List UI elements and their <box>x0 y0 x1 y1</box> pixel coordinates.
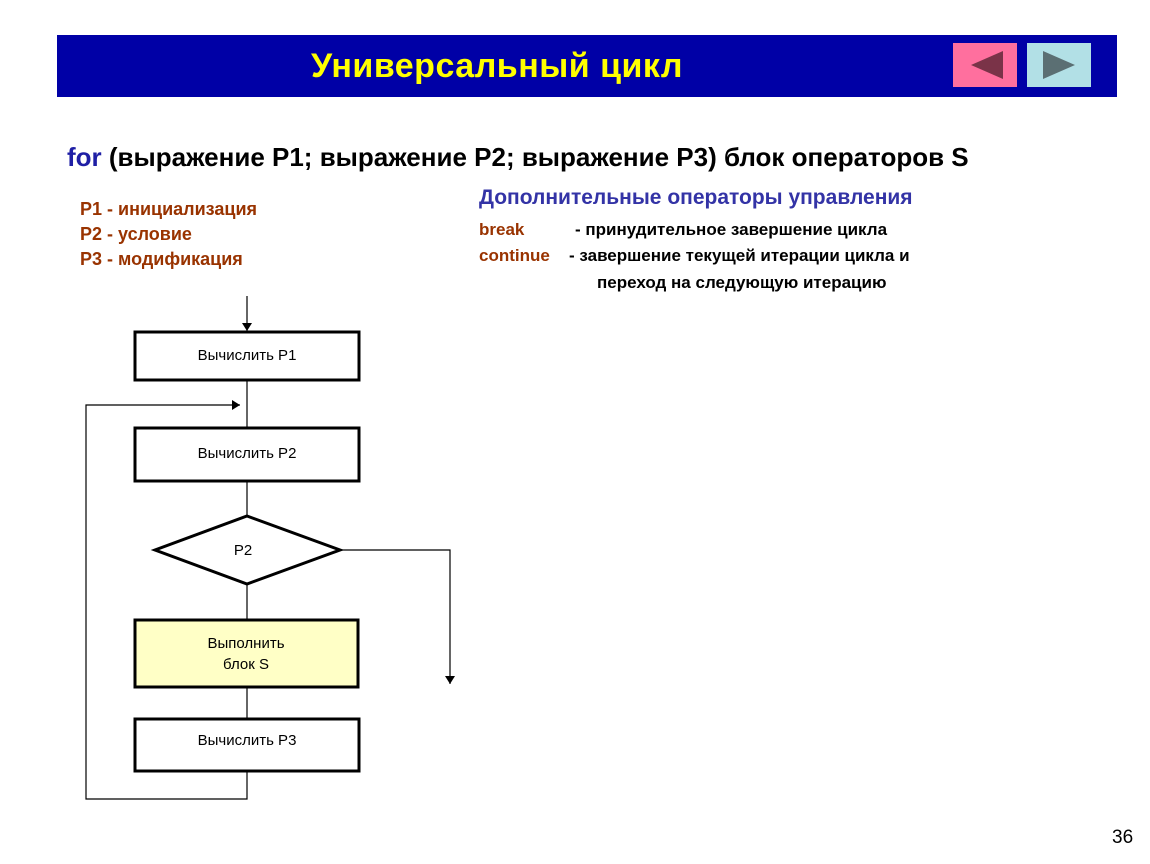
loop-back-arrow <box>85 400 248 800</box>
break-description: - принудительное завершение цикла <box>575 220 888 239</box>
param-p2: P2 - условие <box>80 224 192 244</box>
slide-title: Универсальный цикл <box>311 47 683 85</box>
box-compute-p3 <box>133 717 361 773</box>
continue-description-line2: переход на следующую итерацию <box>597 273 887 292</box>
prev-slide-button[interactable] <box>953 43 1017 87</box>
page-number: 36 <box>1112 827 1134 848</box>
box-compute-p2-label: Вычислить P2 <box>198 445 297 462</box>
triangle-left-icon <box>971 51 1003 79</box>
for-keyword: for <box>67 142 102 172</box>
box-execute-s-label-2: блок S <box>223 656 269 673</box>
box-compute-p3-label: Вычислить P3 <box>198 732 297 749</box>
box-compute-p2 <box>133 426 361 483</box>
box-compute-p1-label: Вычислить P1 <box>198 347 297 364</box>
param-p1: P1 - инициализация <box>80 199 258 219</box>
continue-row: continue - завершение текущей итерации ц… <box>479 246 910 266</box>
break-row: break - принудительное завершение цикла <box>479 220 887 240</box>
continue-keyword: continue <box>479 246 550 265</box>
title-bar: Универсальный цикл <box>57 35 1117 97</box>
box-compute-p1 <box>133 330 361 382</box>
for-syntax-rest: (выражение P1; выражение P2; выражение P… <box>101 142 969 172</box>
decision-p2-label: P2 <box>234 542 252 559</box>
for-syntax: for (выражение P1; выражение P2; выражен… <box>67 142 969 173</box>
param-p3: P3 - модификация <box>80 249 243 269</box>
box-execute-s <box>133 618 360 689</box>
box-execute-s-label-1: Выполнить <box>207 635 284 652</box>
params-list: P1 - инициализация P2 - условие P3 - мод… <box>80 197 257 272</box>
triangle-right-icon <box>1043 51 1075 79</box>
continue-description: - завершение текущей итерации цикла и <box>569 246 910 265</box>
exit-arrow <box>340 549 455 684</box>
extra-operators-title: Дополнительные операторы управления <box>479 186 913 209</box>
break-keyword: break <box>479 220 525 239</box>
next-slide-button[interactable] <box>1027 43 1091 87</box>
